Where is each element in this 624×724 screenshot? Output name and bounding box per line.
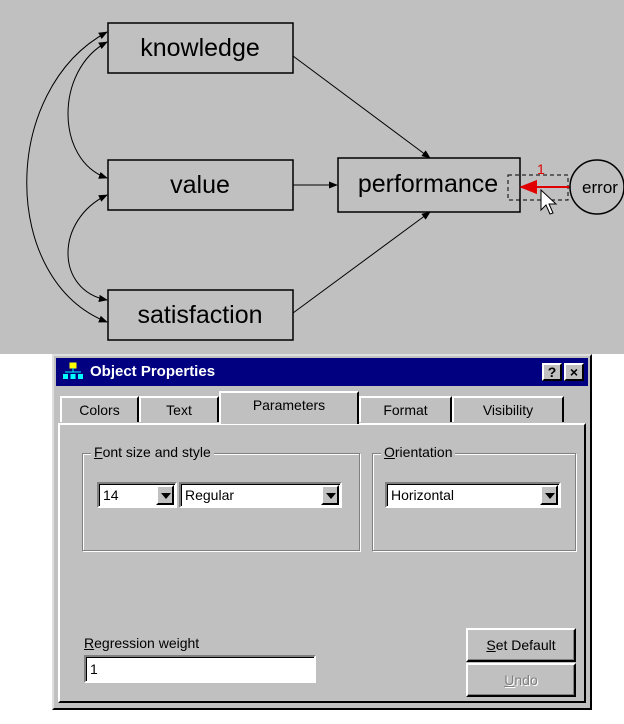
- tab-label: Parameters: [252, 397, 326, 413]
- covariance-knowledge-value[interactable]: [67, 41, 108, 179]
- tab-visibility[interactable]: Visibility: [452, 396, 564, 422]
- diagram-icon: [63, 362, 83, 379]
- error-variable[interactable]: error: [569, 159, 624, 215]
- help-button[interactable]: ?: [542, 363, 562, 381]
- variable-label-value: value: [170, 171, 230, 199]
- variable-box-satisfaction[interactable]: satisfaction: [107, 289, 294, 341]
- path-knowledge-performance[interactable]: [292, 55, 431, 159]
- tab-parameters[interactable]: Parameters: [219, 391, 359, 424]
- dropdown-arrow-icon[interactable]: [540, 485, 558, 505]
- path-satisfaction-performance[interactable]: [292, 211, 431, 314]
- tab-label: Text: [166, 402, 192, 418]
- undo-button[interactable]: Undo: [466, 663, 576, 697]
- close-button[interactable]: ×: [564, 363, 584, 381]
- variable-label-satisfaction: satisfaction: [137, 301, 262, 329]
- regression-weight-label: Regression weight: [84, 635, 200, 651]
- diagram-canvas[interactable]: knowledge value satisfaction performance…: [0, 0, 624, 354]
- set-default-button[interactable]: Set Default: [466, 628, 576, 662]
- variable-box-value[interactable]: value: [107, 159, 294, 211]
- regression-weight-input[interactable]: 1: [84, 655, 316, 683]
- mouse-pointer-icon: [540, 188, 558, 215]
- tab-text[interactable]: Text: [139, 396, 219, 422]
- variable-label-knowledge: knowledge: [140, 34, 260, 62]
- tab-label: Colors: [79, 402, 120, 418]
- error-variable-label: error: [582, 178, 618, 197]
- variable-box-performance[interactable]: performance: [337, 157, 521, 213]
- help-icon: ?: [547, 364, 557, 380]
- orientation-group: Orientation Horizontal: [372, 444, 576, 551]
- dialog-title: Object Properties: [90, 363, 216, 380]
- font-group: Font size and style 14 Regular: [82, 444, 360, 551]
- font-size-select[interactable]: 14: [97, 482, 177, 508]
- orientation-value: Horizontal: [391, 487, 455, 503]
- orientation-select[interactable]: Horizontal: [385, 482, 561, 508]
- dropdown-arrow-icon[interactable]: [321, 485, 339, 505]
- covariance-knowledge-satisfaction[interactable]: [26, 31, 108, 323]
- orientation-group-label: Orientation: [381, 444, 456, 460]
- tab-label: Format: [383, 402, 428, 418]
- object-properties-dialog: Object Properties ? × Colors Text Parame…: [52, 354, 592, 710]
- font-style-value: Regular: [185, 487, 235, 503]
- error-weight-label: 1: [537, 161, 545, 177]
- covariance-value-satisfaction[interactable]: [67, 194, 108, 302]
- variable-box-knowledge[interactable]: knowledge: [107, 22, 294, 74]
- tab-colors[interactable]: Colors: [60, 396, 139, 422]
- dropdown-arrow-icon[interactable]: [156, 485, 174, 505]
- tab-format[interactable]: Format: [359, 396, 452, 422]
- path-diagram: knowledge value satisfaction performance…: [26, 22, 624, 341]
- close-icon: ×: [569, 364, 579, 380]
- font-style-select[interactable]: Regular: [179, 482, 342, 508]
- parameters-panel: Font size and style 14 Regular Orientati…: [58, 423, 586, 703]
- font-size-value: 14: [103, 487, 119, 503]
- regression-weight-value: 1: [90, 661, 98, 677]
- variable-label-performance: performance: [358, 170, 498, 198]
- title-bar[interactable]: Object Properties ? ×: [56, 358, 588, 386]
- font-group-label: Font size and style: [91, 444, 214, 460]
- tab-label: Visibility: [482, 402, 534, 418]
